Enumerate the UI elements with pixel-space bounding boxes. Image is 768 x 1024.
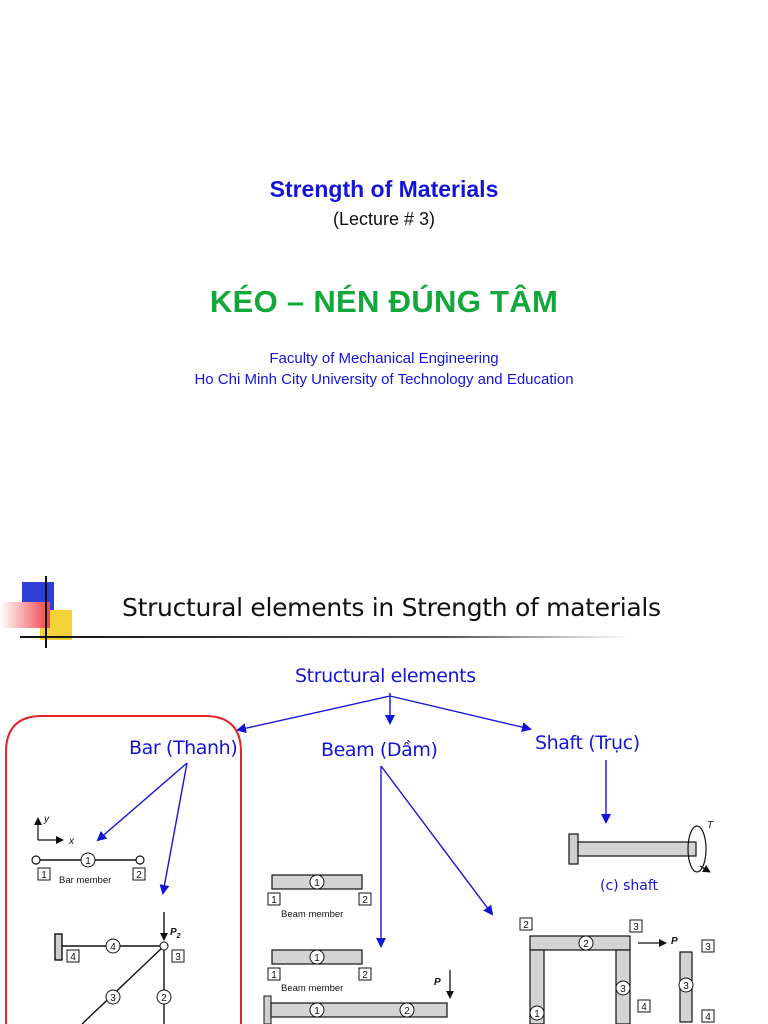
- course-title: Strength of Materials: [269, 176, 499, 202]
- svg-text:3: 3: [633, 922, 639, 933]
- frame-figure: 2 3 1 2 3 4 3 3 4: [519, 917, 715, 1024]
- bar-member-label: Bar member: [59, 875, 111, 886]
- truss-load-label: P2: [170, 927, 181, 940]
- arrow-root-shaft: [389, 695, 532, 733]
- svg-text:2: 2: [523, 920, 529, 931]
- loaded-beam: 1 2: [263, 970, 454, 1024]
- branch-bar-label: Bar (Thanh): [129, 737, 238, 759]
- deco-red-gradient: [0, 602, 50, 628]
- arrow-bar-member: [96, 762, 188, 842]
- lecture-number: (Lecture # 3): [332, 209, 436, 229]
- svg-text:4: 4: [70, 952, 76, 963]
- svg-text:2: 2: [161, 993, 167, 1004]
- axis-icon: [34, 817, 64, 844]
- beam-member-2-label: Beam member: [281, 983, 343, 994]
- slide-title: Structural elements in Strength of mater…: [122, 593, 661, 622]
- svg-text:2: 2: [362, 895, 368, 906]
- axis-y-label: y: [43, 814, 50, 825]
- truss-labels: 4 3 2 4 3: [66, 938, 185, 1005]
- torque-label: T: [707, 820, 714, 831]
- svg-text:1: 1: [314, 878, 320, 889]
- bar-member-figure: 1 1 2: [31, 852, 146, 881]
- svg-text:3: 3: [620, 984, 626, 995]
- arrow-beam-frame: [380, 765, 494, 916]
- tree-arrows: [96, 693, 611, 948]
- svg-text:1: 1: [271, 970, 277, 981]
- header-decoration: [0, 560, 110, 650]
- svg-text:1: 1: [534, 1009, 540, 1020]
- svg-text:3: 3: [110, 993, 116, 1004]
- title-underline: [20, 636, 630, 638]
- svg-text:3: 3: [175, 952, 181, 963]
- svg-text:4: 4: [110, 942, 116, 953]
- beam-member-2: 1 1 2: [267, 949, 372, 981]
- svg-text:1: 1: [271, 895, 277, 906]
- bar-highlight-box: [5, 715, 242, 1024]
- svg-text:1: 1: [85, 856, 91, 867]
- beam-load-label: P: [434, 977, 441, 988]
- branch-shaft-label: Shaft (Trục): [535, 732, 640, 754]
- beam-member-1: 1 1 2: [267, 874, 372, 906]
- shaft-caption: (c) shaft: [600, 878, 659, 894]
- axis-x-label: x: [68, 836, 75, 847]
- svg-text:2: 2: [136, 870, 142, 881]
- svg-text:1: 1: [41, 870, 47, 881]
- topic-title: KÉO – NÉN ĐÚNG TÂM: [209, 284, 559, 319]
- structural-elements-diagram: y x 1 1 2 Bar member 4 3 2 4 3 P2: [5, 693, 715, 1024]
- university-name: Ho Chi Minh City University of Technolog…: [194, 371, 574, 388]
- svg-text:1: 1: [314, 1006, 320, 1017]
- root-label: Structural elements: [295, 665, 476, 687]
- frame-load-label: P: [671, 936, 678, 947]
- deco-vertical-line: [45, 576, 47, 648]
- faculty-name: Faculty of Mechanical Engineering: [269, 350, 499, 367]
- arrow-root-bar: [236, 695, 391, 734]
- svg-text:3: 3: [705, 942, 711, 953]
- branch-beam-label: Beam (Dầm): [321, 739, 438, 761]
- svg-text:2: 2: [583, 939, 589, 950]
- svg-text:2: 2: [404, 1006, 410, 1017]
- svg-text:4: 4: [641, 1002, 647, 1013]
- arrow-bar-truss: [159, 762, 188, 895]
- svg-text:4: 4: [705, 1012, 711, 1023]
- shaft-figure: [568, 825, 711, 873]
- svg-text:2: 2: [362, 970, 368, 981]
- truss-figure: [54, 912, 168, 1024]
- svg-text:3: 3: [683, 981, 689, 992]
- svg-text:1: 1: [314, 953, 320, 964]
- beam-member-1-label: Beam member: [281, 909, 343, 920]
